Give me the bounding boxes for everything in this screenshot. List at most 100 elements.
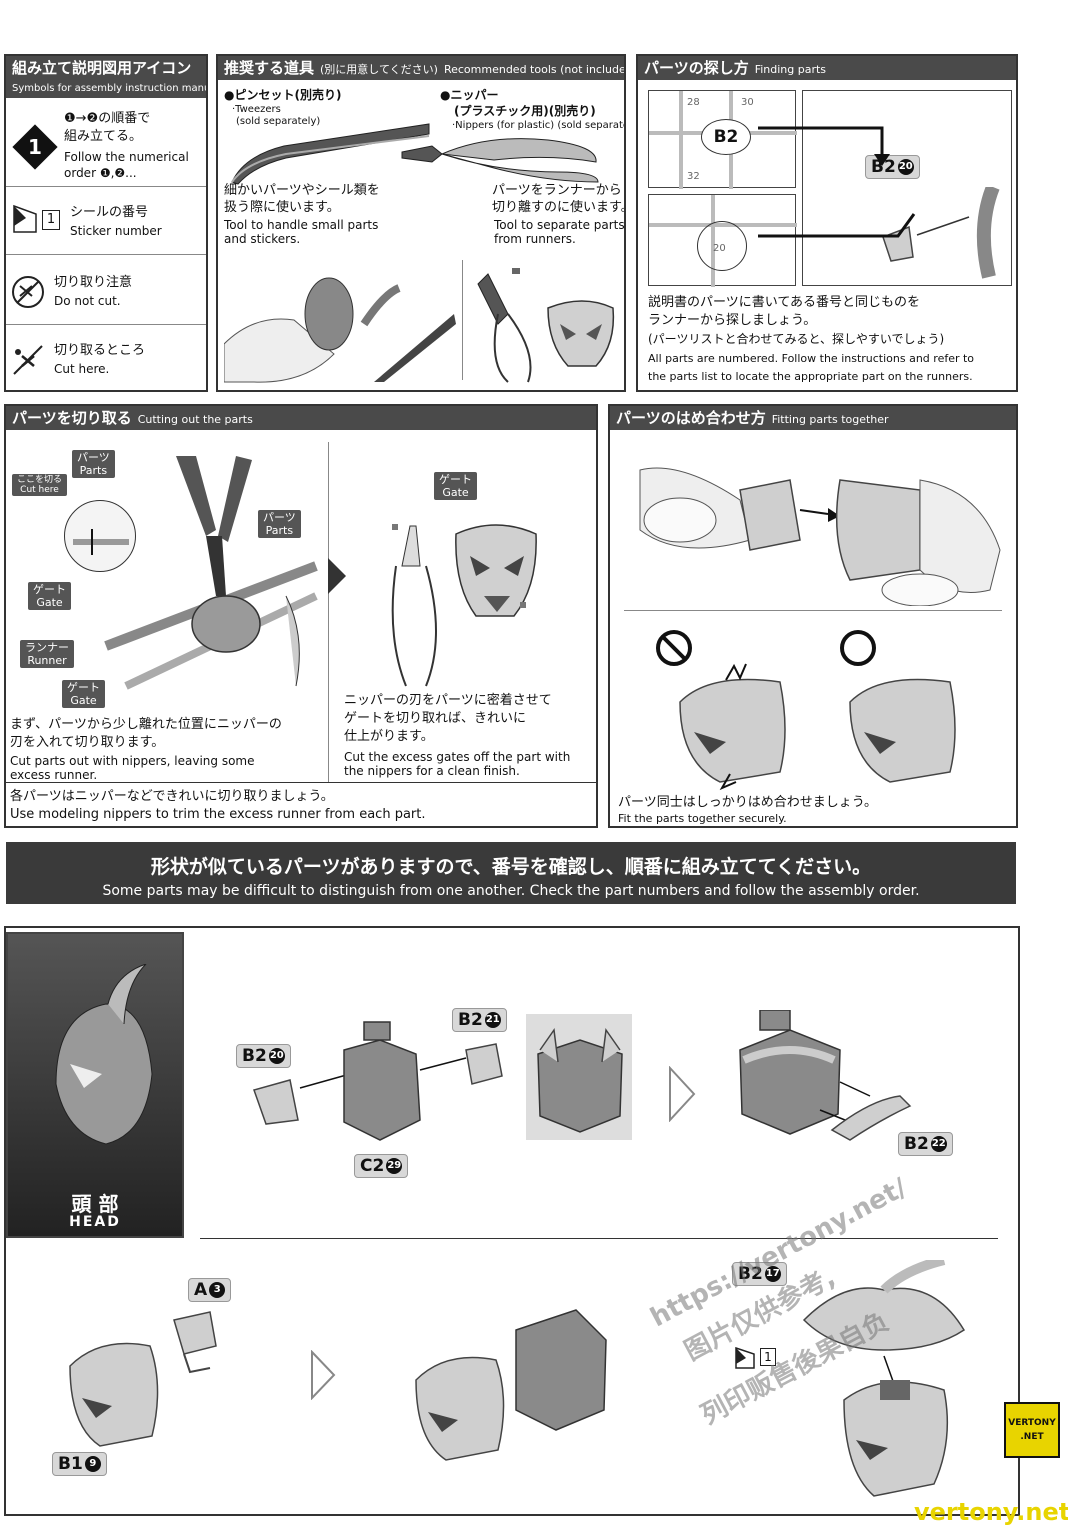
- ultraman-head-icon: [55, 964, 153, 1145]
- svg-text:1: 1: [28, 135, 42, 159]
- head-step2-result: [802, 1260, 966, 1497]
- icons-title-en: Symbols for assembly instruction manuals: [12, 83, 206, 94]
- nippers-use-jp1: パーツをランナーから: [492, 183, 622, 198]
- head-step1-result: [739, 1010, 912, 1141]
- fitting-hands-illustration: [639, 467, 1001, 606]
- caution-banner: 形状が似ているパーツがありますので、番号を確認し、順番に組み立ててください。 S…: [6, 842, 1016, 904]
- nippers-use-en2: from runners.: [494, 232, 576, 246]
- nippers-use-jp2: 切り離すのに使います。: [492, 200, 626, 215]
- runner-num-circle: [697, 221, 747, 271]
- fitting-foot-en: Fit the parts together securely.: [618, 812, 787, 825]
- nippers-use-en1: Tool to separate parts: [494, 218, 625, 232]
- finding-desc-jp3: (パーツリストと合わせてみると、探しやすいでしょう): [648, 332, 945, 346]
- runner-box-top: B2 28 30 32: [648, 90, 797, 189]
- cut-step1-jp2: 刃を入れて切り取ります。: [10, 735, 165, 750]
- step-number-icon: 1: [12, 124, 58, 170]
- watermark-badge: VERTONY.NET: [1004, 1402, 1060, 1458]
- finding-desc-jp1: 説明書のパーツに書いてある番号と同じものを: [648, 295, 920, 310]
- cutting-runner-illustration: [104, 456, 318, 690]
- cutting-step-arrow: [328, 558, 346, 594]
- head-label-en: HEAD: [69, 1214, 121, 1230]
- cut-here-callout: [64, 500, 136, 572]
- head-section-frame: [4, 926, 1020, 1516]
- runner-box-bottom: 20: [648, 194, 797, 287]
- do-not-cut-icon: [12, 276, 44, 308]
- head-label-jp: 頭 部: [71, 1192, 119, 1216]
- cut-step1-jp1: まず、パーツから少し離れた位置にニッパーの: [10, 717, 282, 732]
- nippers-icon: [401, 138, 599, 183]
- nippers-usage-illustration: [477, 268, 615, 383]
- icons-title-jp: 組み立て説明図用アイコン: [12, 59, 192, 77]
- tweezers-label-jp: ●ピンセット(別売り): [224, 88, 342, 102]
- tweezers-use-jp2: 扱う際に使います。: [224, 200, 340, 215]
- sticker-jp: シールの番号: [70, 205, 149, 220]
- order-jp-2: 組み立てる。: [64, 129, 143, 144]
- sticker-number-step2: 1: [760, 1348, 776, 1366]
- tweezers-label-en2: (sold separately): [236, 116, 321, 127]
- sticker-number-box: 1: [42, 210, 60, 230]
- nocut-en: Do not cut.: [54, 294, 121, 308]
- fitting-foot-jp: パーツ同士はしっかりはめ合わせましょう。: [618, 795, 877, 810]
- sticker-en: Sticker number: [70, 224, 162, 238]
- tweezers-use-en1: Tool to handle small parts: [224, 218, 379, 232]
- tweezers-use-jp1: 細かいパーツやシール類を: [224, 183, 380, 198]
- cut-step1-en1: Cut parts out with nippers, leaving some: [10, 754, 255, 768]
- tools-panel-header: 推奨する道具(別に用意してください)Recommended tools (not…: [218, 56, 624, 80]
- cutting-finish-illustration: [391, 524, 537, 687]
- nippers-label-jp2: (プラスチック用)(別売り): [454, 104, 596, 118]
- no-icon: [656, 630, 692, 666]
- tools-panel: 推奨する道具(別に用意してください)Recommended tools (not…: [216, 54, 626, 392]
- ok-icon: [840, 630, 876, 666]
- tweezers-usage-illustration: [224, 277, 456, 383]
- cut-here-icon: [13, 345, 43, 375]
- runner-tag: B2: [701, 119, 751, 155]
- order-en-2: order ❶,❷...: [64, 166, 137, 180]
- tweezers-label-en1: ·Tweezers: [232, 104, 281, 115]
- cut-step2-jp2: ゲートを切り取れば、きれいに: [344, 711, 527, 726]
- banner-en: Some parts may be difficult to distingui…: [102, 883, 920, 899]
- icons-panel-header: 組み立て説明図用アイコン Symbols for assembly instru…: [6, 56, 206, 98]
- finding-desc-en2: the parts list to locate the appropriate…: [648, 370, 973, 383]
- cut-step1-en2: excess runner.: [10, 768, 98, 782]
- cutting-foot-jp: 各パーツはニッパーなどできれいに切り取りましょう。: [10, 789, 334, 804]
- banner-jp: 形状が似ているパーツがありますので、番号を確認し、順番に組み立ててください。: [150, 856, 872, 878]
- head-step1-illustration: [253, 1014, 632, 1141]
- head-section-image: 頭 部 HEAD: [6, 932, 184, 1238]
- tweezers-icon: [231, 123, 430, 185]
- bad-fit-head-illustration: [679, 663, 786, 791]
- nippers-label-jp1: ●ニッパー: [440, 88, 499, 102]
- order-en-1: Follow the numerical: [64, 150, 189, 164]
- finding-desc-jp2: ランナーから探しましょう。: [648, 313, 817, 328]
- order-jp-1: ❶→❷の順番で: [64, 111, 151, 126]
- cutting-foot-en: Use modeling nippers to trim the excess …: [10, 807, 426, 822]
- cut-en: Cut here.: [54, 362, 110, 376]
- step-arrow-icon: [669, 1066, 696, 1122]
- icons-panel: 組み立て説明図用アイコン Symbols for assembly instru…: [4, 54, 208, 392]
- nocut-jp: 切り取り注意: [54, 275, 133, 290]
- finding-desc-en1: All parts are numbered. Follow the instr…: [648, 352, 975, 365]
- head-step2-illustration: [69, 1311, 217, 1447]
- finding-arrows: [758, 126, 916, 238]
- tweezers-use-en2: and stickers.: [224, 232, 301, 246]
- cut-step2-en2: the nippers for a clean finish.: [344, 764, 520, 778]
- cut-jp: 切り取るところ: [54, 343, 146, 358]
